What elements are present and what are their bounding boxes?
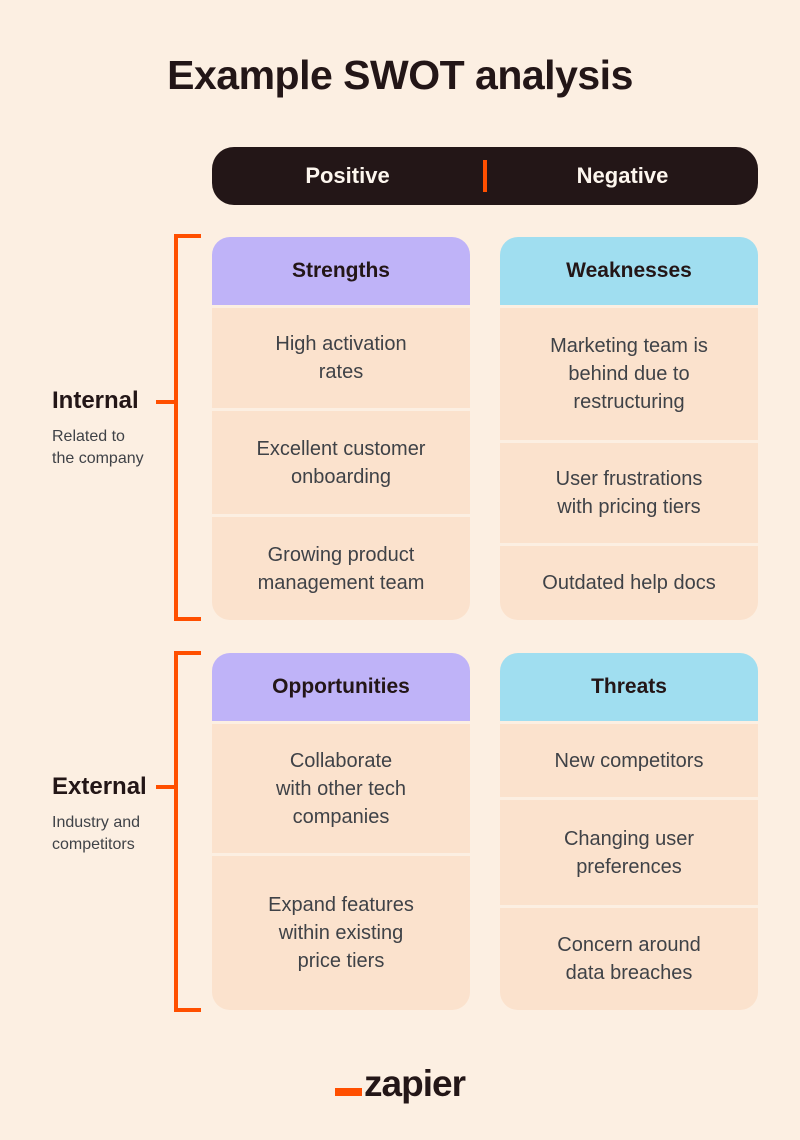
zapier-logo-underscore-icon xyxy=(335,1088,363,1096)
zapier-logo-text: zapier xyxy=(364,1063,466,1104)
opportunities-quadrant: Opportunities Collaborate with other tec… xyxy=(212,653,470,1010)
internal-bracket-middle-tick xyxy=(156,400,174,404)
threats-item-1: New competitors xyxy=(500,724,758,797)
weaknesses-item-1: Marketing team is behind due to restruct… xyxy=(500,308,758,440)
threats-item-3: Concern around data breaches xyxy=(500,908,758,1010)
internal-bracket-vertical-line xyxy=(174,234,178,621)
strengths-quadrant: Strengths High activation rates Excellen… xyxy=(212,237,470,620)
strengths-item-2: Excellent customer onboarding xyxy=(212,411,470,514)
external-bracket-top-tick xyxy=(178,651,201,655)
zapier-logo: zapier xyxy=(0,1063,800,1105)
positive-negative-header: Positive Negative xyxy=(212,147,758,205)
opportunities-item-2: Expand features within existing price ti… xyxy=(212,856,470,1010)
strengths-header: Strengths xyxy=(212,237,470,305)
external-description: Industry and competitors xyxy=(52,814,141,853)
weaknesses-item-3: Outdated help docs xyxy=(500,546,758,620)
pill-divider xyxy=(483,160,487,192)
weaknesses-header: Weaknesses xyxy=(500,237,758,305)
strengths-item-3: Growing product management team xyxy=(212,517,470,620)
internal-bracket-bottom-tick xyxy=(178,617,201,621)
strengths-item-1: High activation rates xyxy=(212,308,470,408)
opportunities-item-1: Collaborate with other tech companies xyxy=(212,724,470,853)
internal-label: Internal xyxy=(52,387,139,414)
weaknesses-quadrant: Weaknesses Marketing team is behind due … xyxy=(500,237,758,620)
opportunities-header: Opportunities xyxy=(212,653,470,721)
threats-quadrant: Threats New competitors Changing user pr… xyxy=(500,653,758,1010)
weaknesses-item-2: User frustrations with pricing tiers xyxy=(500,443,758,543)
external-bracket-middle-tick xyxy=(156,785,174,789)
threats-header: Threats xyxy=(500,653,758,721)
internal-bracket-top-tick xyxy=(178,234,201,238)
positive-label: Positive xyxy=(305,163,390,188)
internal-description: Related to the company xyxy=(52,428,144,467)
external-bracket-vertical-line xyxy=(174,651,178,1012)
negative-label: Negative xyxy=(576,163,669,188)
page-title: Example SWOT analysis xyxy=(167,52,633,98)
external-bracket-bottom-tick xyxy=(178,1008,201,1012)
external-label: External xyxy=(52,773,147,800)
threats-item-2: Changing user preferences xyxy=(500,800,758,905)
